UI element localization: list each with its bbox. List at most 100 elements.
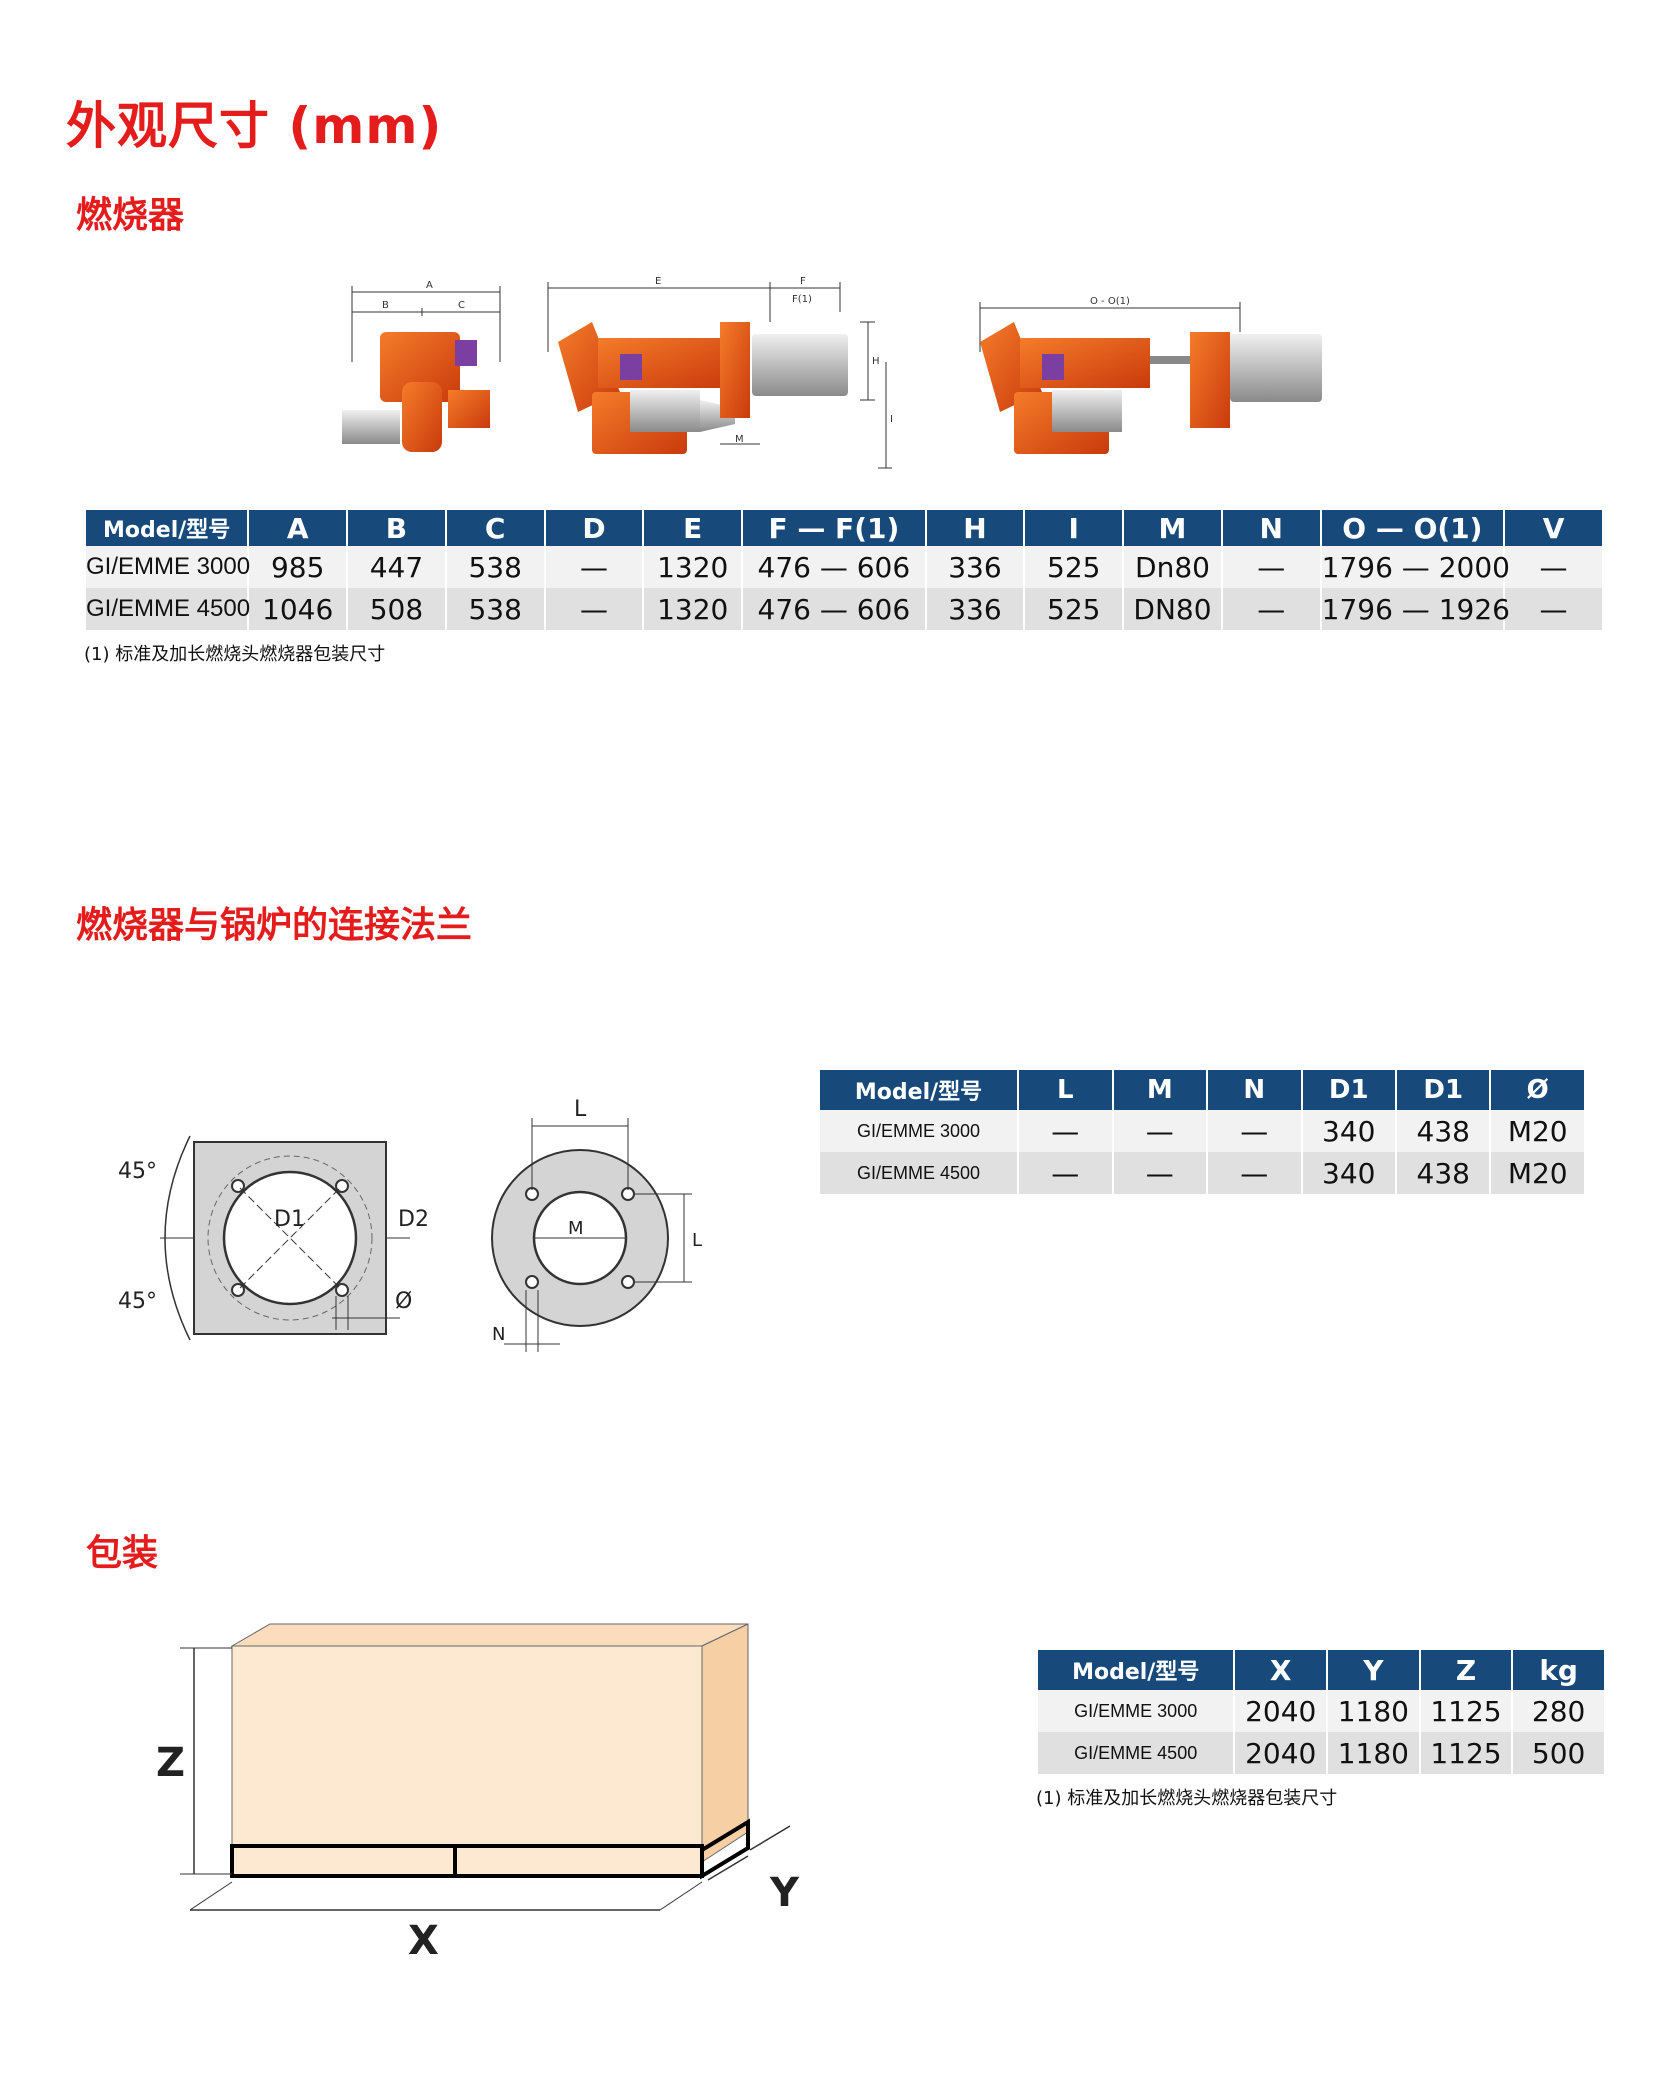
table-cell: 1180 — [1328, 1732, 1419, 1774]
table-cell: 1046 — [249, 588, 347, 630]
packaging-table: Model/型号 X Y Z kg GI/EMME 3000 2040 1180… — [1036, 1650, 1606, 1774]
label-d2: D2 — [398, 1207, 429, 1232]
burner-dimension-diagram: A B C E F F(1) H I M O - O(1) — [342, 276, 1322, 469]
table-cell: GI/EMME 3000 — [820, 1110, 1018, 1152]
col-header-m: M — [1113, 1070, 1207, 1110]
dim-label-h: H — [872, 356, 880, 367]
dim-label-c: C — [458, 300, 465, 311]
table-cell: DN80 — [1124, 588, 1221, 630]
table-cell: — — [1208, 1152, 1301, 1194]
table-row: GI/EMME 3000 — — — 340 438 M20 — [820, 1110, 1584, 1152]
dim-label-a: A — [426, 280, 433, 291]
table-cell: 447 — [348, 546, 445, 588]
col-header-m: M — [1124, 510, 1221, 546]
table-cell: 1180 — [1328, 1690, 1419, 1732]
col-header-f: F — F(1) — [743, 510, 925, 546]
dim-label-f: F — [800, 276, 806, 287]
table-cell: M20 — [1491, 1152, 1584, 1194]
col-header-model: Model/型号 — [1038, 1650, 1234, 1690]
label-d1: D1 — [274, 1207, 305, 1232]
dim-label-m: M — [735, 434, 744, 445]
section-title-burner: 燃烧器 — [76, 195, 185, 236]
table-cell: 476 — 606 — [743, 546, 925, 588]
table-row: GI/EMME 3000 2040 1180 1125 280 — [1038, 1690, 1604, 1732]
table-cell: 985 — [249, 546, 347, 588]
table-row: GI/EMME 4500 2040 1180 1125 500 — [1038, 1732, 1604, 1774]
table-cell: 2040 — [1235, 1690, 1327, 1732]
table-cell: 538 — [446, 546, 544, 588]
label-angle-lower: 45° — [118, 1289, 157, 1314]
col-header-v: V — [1505, 510, 1602, 546]
table-cell: 500 — [1513, 1732, 1604, 1774]
flange-diagram: 45° 45° D1 D2 Ø L M L N — [118, 1097, 702, 1352]
col-header-d: D — [545, 510, 643, 546]
col-header-n: N — [1222, 510, 1320, 546]
col-header-model: Model/型号 — [86, 510, 248, 546]
table-cell: — — [1505, 546, 1602, 588]
table-cell: Dn80 — [1124, 546, 1221, 588]
dim-label-o: O - O(1) — [1090, 296, 1130, 307]
col-header-d1-2: D1 — [1396, 1070, 1490, 1110]
col-header-z: Z — [1420, 1650, 1512, 1690]
table-cell: — — [1019, 1152, 1112, 1194]
dim-label-i: I — [890, 414, 893, 425]
dim-label-f1: F(1) — [792, 294, 812, 305]
table-cell: 336 — [926, 546, 1024, 588]
dim-label-b: B — [382, 300, 389, 311]
table-cell: — — [1222, 546, 1320, 588]
label-l-side: L — [692, 1230, 702, 1251]
table-cell: 508 — [348, 588, 445, 630]
col-header-kg: kg — [1513, 1650, 1604, 1690]
table-cell: — — [1208, 1110, 1301, 1152]
table-cell: 1796 — 2000 — [1321, 546, 1510, 588]
table-cell: — — [1505, 588, 1602, 630]
table-cell: 2040 — [1235, 1732, 1327, 1774]
label-m: M — [568, 1218, 584, 1239]
table-footnote: (1) 标准及加长燃烧头燃烧器包装尺寸 — [84, 644, 386, 665]
table-cell: — — [545, 588, 643, 630]
page-title: 外观尺寸 (mm) — [66, 97, 443, 155]
table-cell: 340 — [1302, 1152, 1395, 1194]
col-header-o: O — O(1) — [1321, 510, 1504, 546]
section-title-packaging: 包装 — [86, 1533, 159, 1574]
col-header-c: C — [446, 510, 544, 546]
burner-dimensions-table: Model/型号 A B C D E F — F(1) H I M N O — … — [84, 510, 1604, 630]
table-cell: 1320 — [644, 546, 742, 588]
section-title-flange: 燃烧器与锅炉的连接法兰 — [76, 905, 473, 946]
col-header-model: Model/型号 — [820, 1070, 1018, 1110]
col-header-a: A — [249, 510, 347, 546]
col-header-x: X — [1235, 1650, 1327, 1690]
label-n: N — [492, 1324, 505, 1345]
table-cell: 525 — [1025, 546, 1123, 588]
dim-label-e: E — [655, 276, 661, 287]
col-header-y: Y — [1328, 1650, 1419, 1690]
table-cell: 525 — [1025, 588, 1123, 630]
table-cell: — — [1113, 1152, 1207, 1194]
flange-table: Model/型号 L M N D1 D1 Ø GI/EMME 3000 — — … — [818, 1070, 1586, 1194]
table-cell: GI/EMME 4500 — [1038, 1732, 1234, 1774]
label-y: Y — [769, 1870, 800, 1916]
packaging-box-diagram: Z X Y — [156, 1623, 800, 1960]
table-row: GI/EMME 3000 985 447 538 — 1320 476 — 60… — [86, 546, 1602, 588]
table-cell: 280 — [1513, 1690, 1604, 1732]
label-z: Z — [156, 1740, 185, 1786]
col-header-d1: D1 — [1302, 1070, 1395, 1110]
table-cell: 476 — 606 — [743, 588, 925, 630]
col-header-b: B — [348, 510, 445, 546]
table-cell: 538 — [446, 588, 544, 630]
col-header-l: L — [1019, 1070, 1112, 1110]
table-cell: 336 — [926, 588, 1024, 630]
table-cell: 1320 — [644, 588, 742, 630]
label-l-top: L — [574, 1097, 587, 1122]
table-cell: 1125 — [1420, 1690, 1512, 1732]
table-cell: 1125 — [1420, 1732, 1512, 1774]
col-header-h: H — [926, 510, 1024, 546]
col-header-phi: Ø — [1491, 1070, 1584, 1110]
col-header-i: I — [1025, 510, 1123, 546]
table-cell: 438 — [1396, 1110, 1490, 1152]
table-cell: 1796 — 1926 — [1321, 588, 1510, 630]
col-header-e: E — [644, 510, 742, 546]
table-cell: GI/EMME 4500 — [86, 588, 250, 630]
table-cell: GI/EMME 3000 — [1038, 1690, 1234, 1732]
table-row: GI/EMME 4500 1046 508 538 — 1320 476 — 6… — [86, 588, 1602, 630]
